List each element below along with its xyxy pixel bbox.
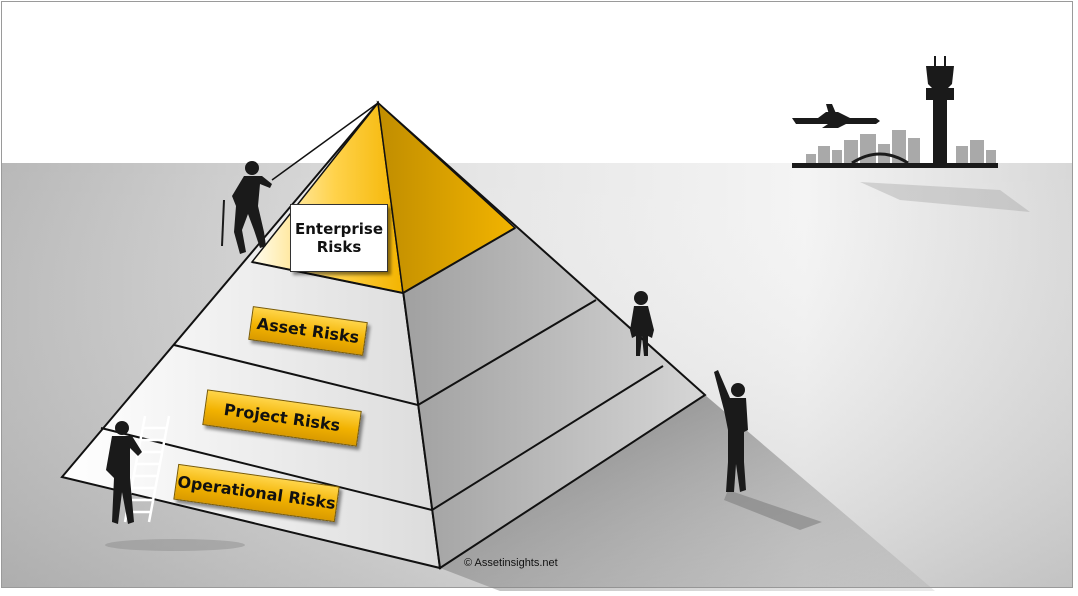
businesswoman-icon bbox=[630, 291, 654, 356]
ladder-worker-shadow bbox=[105, 539, 245, 551]
tier-label-enterprise-risks: Enterprise Risks bbox=[290, 204, 388, 272]
terminal-arch bbox=[851, 152, 909, 165]
climbing-rope bbox=[271, 102, 379, 181]
ladder-worker-icon bbox=[106, 421, 142, 524]
skyline-reflection bbox=[860, 182, 1030, 212]
tier-lines bbox=[100, 227, 664, 511]
skyline-ground bbox=[792, 163, 998, 168]
pyramid-shadow bbox=[440, 395, 935, 591]
airplane-icon bbox=[792, 104, 880, 128]
pointing-man-shadow bbox=[724, 490, 822, 530]
climber-icon bbox=[221, 161, 272, 254]
pointing-man-icon bbox=[714, 370, 748, 492]
copyright-text: © Assetinsights.net bbox=[464, 557, 558, 569]
control-tower-icon bbox=[926, 56, 954, 163]
